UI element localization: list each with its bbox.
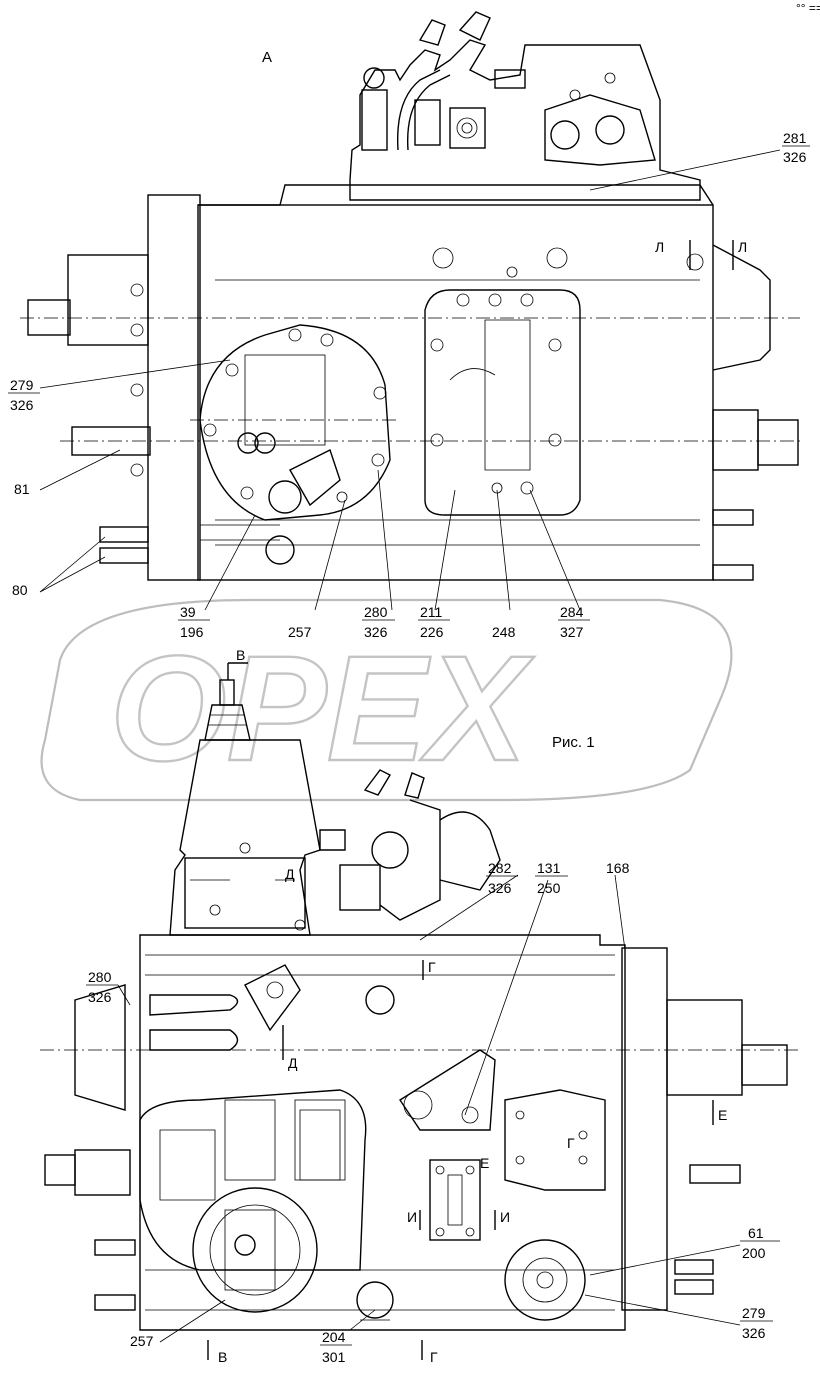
- housing-bottom: [40, 934, 800, 1331]
- callout-248: 248: [492, 624, 516, 640]
- callout-279b-bottom: 326: [742, 1325, 766, 1341]
- view-a-label: А: [262, 49, 272, 66]
- callout-204-top: 204: [322, 1329, 346, 1345]
- figure-caption: Рис. 1: [552, 734, 595, 751]
- callout-280b-bottom: 326: [88, 989, 112, 1005]
- callout-279-top: 279: [10, 377, 34, 393]
- callout-61-top: 61: [748, 1225, 764, 1241]
- section-l-left: Л: [655, 239, 664, 255]
- callout-257a: 257: [288, 624, 312, 640]
- callout-39-top: 39: [180, 604, 196, 620]
- section-d-upper: Д: [285, 866, 295, 882]
- callout-61-bottom: 200: [742, 1245, 766, 1261]
- main-housing: [20, 184, 800, 581]
- leaders-bottom: [117, 874, 741, 1343]
- callout-168: 168: [606, 860, 630, 876]
- section-marks-bottom: Г Д Е Е Г И И В Г: [207, 959, 727, 1365]
- callout-131-bottom: 250: [537, 880, 561, 896]
- section-i-left: И: [407, 1209, 417, 1225]
- top-view: А °° ===: [8, 1, 820, 751]
- section-g-bottom: Г: [430, 1349, 438, 1365]
- section-i-right: И: [500, 1209, 510, 1225]
- bottom-view: В Д: [40, 647, 800, 1365]
- callout-281-bottom: 326: [783, 149, 807, 165]
- callout-131-top: 131: [537, 860, 561, 876]
- section-d-lower: Д: [288, 1055, 298, 1071]
- callout-280a-bottom: 326: [364, 624, 388, 640]
- callout-80: 80: [12, 582, 28, 598]
- section-l-right: Л: [738, 239, 747, 255]
- callout-280b-top: 280: [88, 969, 112, 985]
- callout-81: 81: [14, 481, 30, 497]
- section-l: Л Л: [655, 239, 747, 270]
- callout-204-bottom: 301: [322, 1349, 346, 1365]
- callout-284-bottom: 327: [560, 624, 584, 640]
- callout-280a-top: 280: [364, 604, 388, 620]
- callout-279b-top: 279: [742, 1305, 766, 1321]
- rect-cover: [424, 266, 581, 516]
- valves-bottom: [319, 769, 501, 921]
- callout-257b: 257: [130, 1333, 154, 1349]
- top-mechanism: [349, 11, 701, 201]
- callout-282-bottom: 326: [488, 880, 512, 896]
- section-v-top: В: [236, 647, 245, 663]
- callout-282-top: 282: [488, 860, 512, 876]
- section-g-upper: Г: [428, 959, 436, 975]
- watermark-text: OPEX: [110, 624, 535, 792]
- round-cover: [190, 324, 400, 565]
- section-v-bottom: В: [218, 1349, 227, 1365]
- callouts-bottom: 282 326 131 250 168 280 326 61 200 279 3…: [86, 860, 780, 1365]
- leaders-top: [39, 149, 781, 611]
- section-e-mid: Е: [480, 1155, 489, 1171]
- callouts-top: 281 326 279 326 81 80 39 196 257 280 326…: [8, 130, 810, 640]
- callout-279-bottom: 326: [10, 397, 34, 413]
- watermark: OPEX: [40, 598, 733, 802]
- callout-211-bottom: 226: [420, 624, 444, 640]
- corner-mark: °° ===: [796, 1, 820, 15]
- section-g-right: Г: [567, 1135, 575, 1151]
- section-e-right: Е: [718, 1107, 727, 1123]
- callout-284-top: 284: [560, 604, 584, 620]
- callout-211-top: 211: [420, 604, 443, 620]
- callout-39-bottom: 196: [180, 624, 204, 640]
- callout-281-top: 281: [783, 130, 807, 146]
